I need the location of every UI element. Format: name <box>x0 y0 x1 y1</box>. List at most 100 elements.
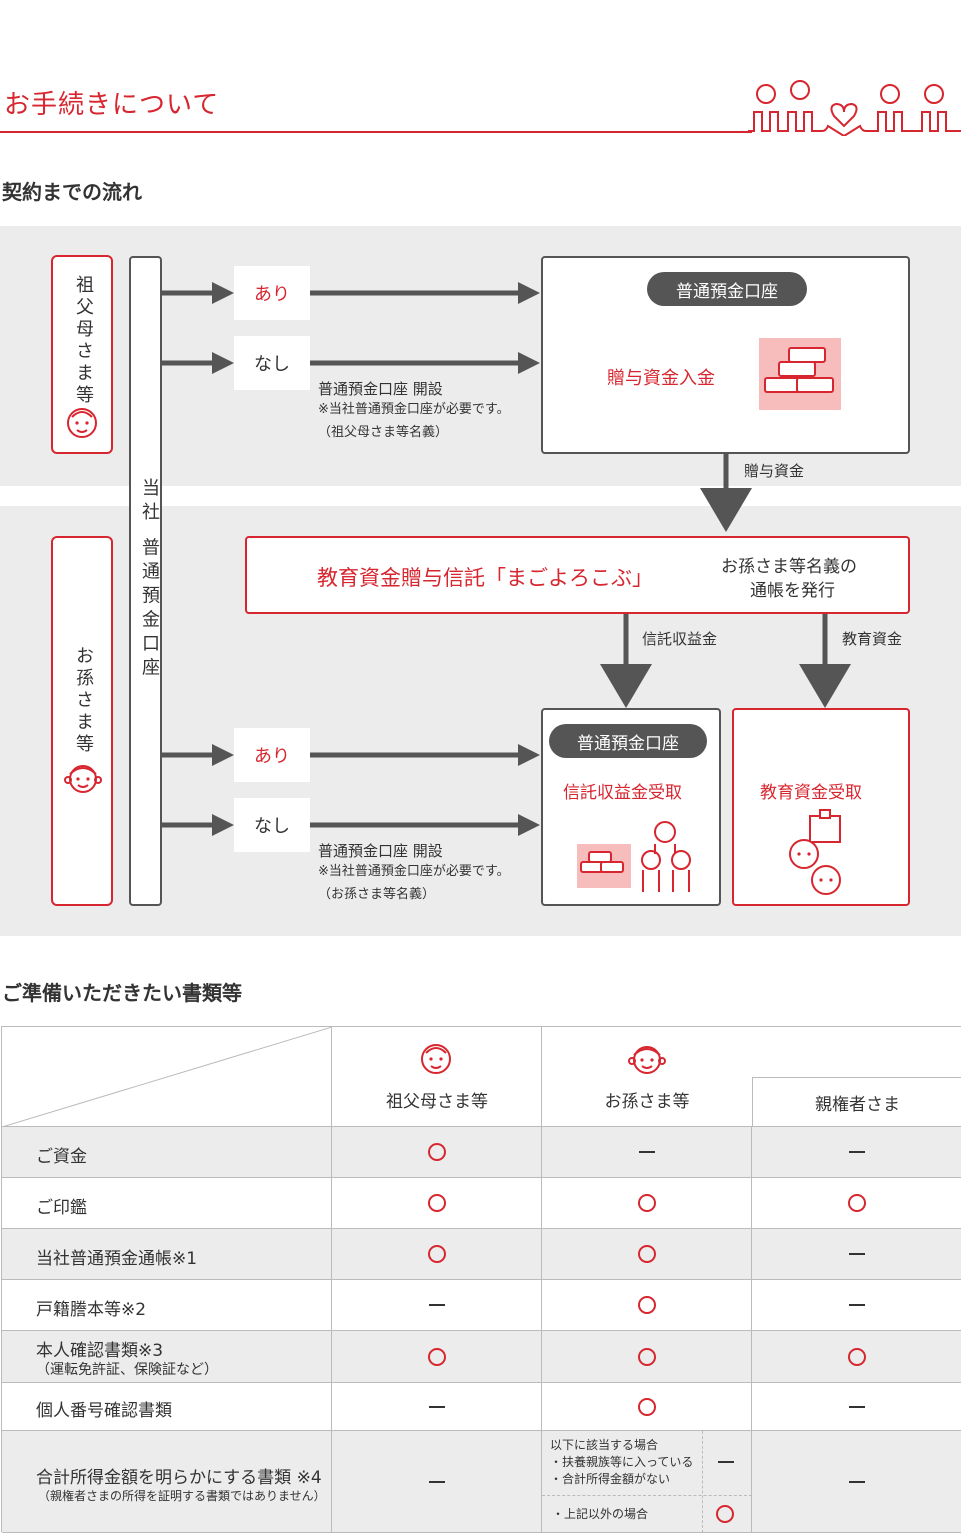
title-underline <box>0 131 752 133</box>
required-mark <box>427 1143 446 1161</box>
not-required-mark <box>849 1304 865 1306</box>
table-cell <box>332 1383 542 1431</box>
edu-funds-receive-box: 教育資金受取 <box>732 708 910 906</box>
case-a-not-required-mark <box>718 1461 734 1463</box>
trust-income-arrow-label: 信託収益金 <box>642 630 718 648</box>
documents-heading: ご準備いただきたい書類等 <box>2 981 242 1005</box>
row-label: 当社普通預金通帳※1 <box>36 1248 198 1269</box>
open-account-note-bottom: ※当社普通預金口座が必要です。 <box>318 864 510 879</box>
trust-product-box: 教育資金贈与信託「まごよろこぶ」 お孫さま等名義の 通帳を発行 <box>245 536 910 614</box>
grandparent-face-icon <box>67 408 97 438</box>
income-doc-grandparent-cell <box>332 1431 542 1533</box>
income-doc-guardian-cell <box>752 1431 961 1533</box>
income-doc-label: 合計所得金額を明らかにする書類 ※4 <box>36 1468 322 1488</box>
grandchild-face-icon <box>64 765 102 793</box>
table-row: 本人確認書類※3（運転免許証、保険証など） <box>2 1331 332 1383</box>
not-required-mark <box>428 1304 445 1306</box>
table-row: 当社普通預金通帳※1 <box>2 1229 332 1280</box>
table-cell <box>542 1178 752 1229</box>
table-cell <box>332 1331 542 1383</box>
table-cell <box>542 1127 752 1178</box>
required-mark <box>427 1245 446 1263</box>
table-corner-cell <box>1 1026 333 1128</box>
required-mark <box>637 1194 656 1212</box>
table-cell <box>542 1229 752 1280</box>
case-a-line-2: ・扶養親族等に入っている <box>550 1455 694 1469</box>
row-label: 戸籍謄本等※2 <box>36 1299 147 1320</box>
grandparent-account-pill: 普通預金口座 <box>647 272 807 306</box>
grandparent-account-box: 普通預金口座 贈与資金入金 <box>541 256 910 454</box>
row-label: 個人番号確認書類 <box>36 1401 172 1421</box>
table-cell <box>332 1229 542 1280</box>
table-row: 戸籍謄本等※2 <box>2 1280 332 1331</box>
income-doc-case-a: 以下に該当する場合 ・扶養親族等に入っている ・合計所得金額がない <box>550 1437 693 1488</box>
passbook-note-2: 通帳を発行 <box>750 581 835 601</box>
not-required-mark <box>428 1480 445 1483</box>
table-cell <box>332 1280 542 1331</box>
income-doc-grandchild-cell: 以下に該当する場合 ・扶養親族等に入っている ・合計所得金額がない ・上記以外の… <box>542 1431 752 1533</box>
grandchild-column-header: お孫さま等 親権者さま <box>542 1027 961 1127</box>
children-with-money-icon <box>577 821 691 892</box>
grandparent-box: 祖父母さま等 <box>51 255 113 454</box>
table-row: 個人番号確認書類 <box>2 1383 332 1431</box>
grandchild-option-yes: あり <box>234 728 310 782</box>
required-mark <box>848 1194 866 1212</box>
table-cell <box>752 1383 961 1431</box>
trust-product-name: 教育資金贈与信託「まごよろこぶ」 <box>317 566 653 590</box>
table-cell <box>752 1127 961 1178</box>
not-required-mark <box>849 1151 865 1153</box>
required-mark <box>637 1397 656 1416</box>
school-children-icon <box>789 809 841 895</box>
open-account-title-bottom: 普通預金口座 開設 <box>318 842 443 860</box>
row-label: 本人確認書類※3 <box>36 1341 164 1361</box>
table-cell <box>542 1280 752 1331</box>
table-cell <box>542 1383 752 1431</box>
required-mark <box>427 1347 446 1366</box>
open-account-note-top: ※当社普通預金口座が必要です。 <box>318 402 510 417</box>
grandparent-option-no: なし <box>234 336 310 390</box>
table-row-income-doc: 合計所得金額を明らかにする書類 ※4 （親権者さまの所得を証明する書類ではありま… <box>2 1431 332 1533</box>
table-cell <box>332 1127 542 1178</box>
not-required-mark <box>849 1405 865 1408</box>
not-required-mark <box>638 1151 655 1153</box>
case-a-line-1: 以下に該当する場合 <box>550 1438 659 1452</box>
grandparent-column-header: 祖父母さま等 <box>332 1027 542 1127</box>
grandchild-label: お孫さま等 <box>73 646 94 756</box>
family-illustration-icon <box>748 80 961 136</box>
income-doc-sub: （親権者さまの所得を証明する書類ではありません） <box>38 1489 326 1503</box>
grandchild-column-label: お孫さま等 <box>604 1092 690 1112</box>
grandchild-box: お孫さま等 <box>51 536 113 906</box>
grandparent-column-label: 祖父母さま等 <box>386 1092 488 1112</box>
page-title: お手続きについて <box>4 90 220 120</box>
case-divider-horizontal <box>542 1495 752 1496</box>
money-bundle-icon <box>759 338 841 410</box>
passbook-note-1: お孫さま等名義の <box>721 557 857 577</box>
trust-income-receive-label: 信託収益金受取 <box>563 783 682 803</box>
row-label: ご印鑑 <box>36 1197 87 1218</box>
required-mark <box>637 1245 656 1263</box>
case-a-line-3: ・合計所得金額がない <box>550 1472 671 1486</box>
grandchild-account-box: 普通預金口座 信託収益金受取 <box>541 708 721 906</box>
grandparent-name-note: （祖父母さま等名義） <box>318 425 449 440</box>
flow-arrows <box>162 282 851 836</box>
table-cell <box>332 1178 542 1229</box>
row-sublabel: （運転免許証、保険証など） <box>36 1362 218 1378</box>
grandparent-option-yes: あり <box>234 266 310 320</box>
table-cell <box>752 1280 961 1331</box>
guardian-column-header: 親権者さま <box>752 1077 961 1127</box>
edu-funds-receive-label: 教育資金受取 <box>760 783 862 803</box>
required-mark <box>637 1296 656 1314</box>
grandchild-account-pill: 普通預金口座 <box>549 724 707 758</box>
grandparent-face-icon <box>421 1044 451 1074</box>
case-divider-vertical <box>702 1431 703 1533</box>
table-cell <box>542 1331 752 1383</box>
table-cell <box>752 1331 961 1383</box>
income-doc-case-b: ・上記以外の場合 <box>552 1507 649 1521</box>
case-b-required-mark <box>716 1505 734 1523</box>
gift-deposit-label: 贈与資金入金 <box>607 368 715 389</box>
table-cell <box>752 1178 961 1229</box>
grandchild-option-no: なし <box>234 798 310 852</box>
gift-funds-arrow-label: 贈与資金 <box>744 462 805 480</box>
required-mark <box>637 1347 656 1366</box>
